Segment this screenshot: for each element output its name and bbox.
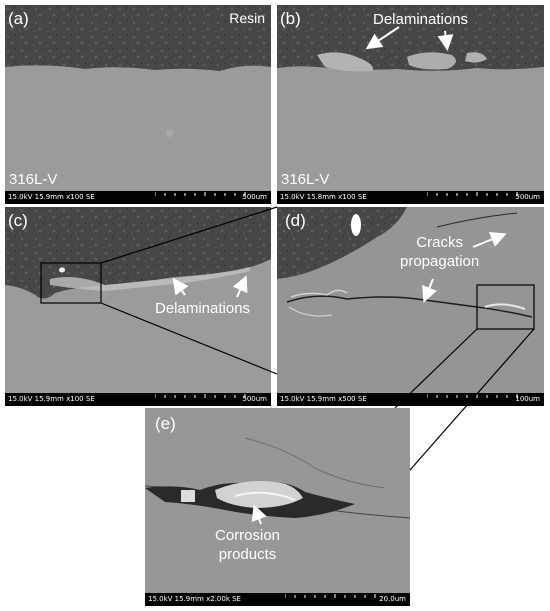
micrograph-panel-c: (c) Delaminations 15.0kV 15.9mm x100 SE … xyxy=(5,207,271,406)
micrograph-image-b xyxy=(277,5,544,204)
material-label-b: 316L-V xyxy=(281,171,330,188)
panel-label-c: (c) xyxy=(8,211,28,230)
micrograph-panel-b: (b) Delaminations 316L-V 15.0kV 15.8mm x… xyxy=(277,5,544,204)
scale-ticks-e xyxy=(285,594,376,598)
scale-label-e: 20.0um xyxy=(379,595,406,603)
sem-info-bar-e: 15.0kV 15.9mm x2.00k SE 20.0um xyxy=(145,593,410,606)
micrograph-panel-d: (d) Cracks propagation 15.0kV 15.9mm x50… xyxy=(277,207,544,406)
micrograph-panel-a: (a) Resin 316L-V 15.0kV 15.9mm x100 SE 5… xyxy=(5,5,271,204)
scale-ticks-c xyxy=(155,394,246,398)
sem-params-e: 15.0kV 15.9mm x2.00k SE xyxy=(148,595,241,603)
sem-params-d: 15.0kV 15.9mm x500 SE xyxy=(280,395,367,403)
panel-label-e: (e) xyxy=(155,414,176,433)
resin-label: Resin xyxy=(229,10,265,26)
delaminations-label-b: Delaminations xyxy=(373,11,469,28)
sem-info-bar-c: 15.0kV 15.9mm x100 SE 500um xyxy=(5,393,271,406)
scale-label-d: 100um xyxy=(515,395,540,403)
scale-ticks-b xyxy=(427,192,518,196)
micrograph-panel-e: (e) Corrosion products 15.0kV 15.9mm x2.… xyxy=(145,408,410,606)
micrograph-image-e xyxy=(145,408,410,606)
panel-label-a: (a) xyxy=(8,9,29,28)
scale-ticks-d xyxy=(427,394,518,398)
panel-label-b: (b) xyxy=(280,9,301,28)
sem-params-c: 15.0kV 15.9mm x100 SE xyxy=(8,395,95,403)
corrosion-label-line-1: Corrosion xyxy=(215,527,281,544)
corrosion-products-label: Corrosion products xyxy=(215,526,280,564)
corrosion-label-line-2: products xyxy=(218,546,277,563)
panel-label-d: (d) xyxy=(285,211,306,230)
cracks-propagation-label: Cracks propagation xyxy=(400,233,479,271)
scale-label-c: 500um xyxy=(242,395,267,403)
delaminations-label-c: Delaminations xyxy=(155,300,251,317)
scale-label-a: 500um xyxy=(242,193,267,201)
cracks-label-line-1: Cracks xyxy=(416,234,463,251)
sem-info-bar-b: 15.0kV 15.8mm x100 SE 500um xyxy=(277,191,544,204)
sem-params-a: 15.0kV 15.9mm x100 SE xyxy=(8,193,95,201)
sem-info-bar-d: 15.0kV 15.9mm x500 SE 100um xyxy=(277,393,544,406)
material-label-a: 316L-V xyxy=(9,171,58,188)
sem-info-bar-a: 15.0kV 15.9mm x100 SE 500um xyxy=(5,191,271,204)
scale-label-b: 500um xyxy=(515,193,540,201)
cracks-label-line-2: propagation xyxy=(400,253,480,270)
scale-ticks-a xyxy=(155,192,246,196)
sem-params-b: 15.0kV 15.8mm x100 SE xyxy=(280,193,367,201)
micrograph-image-a xyxy=(5,5,271,204)
